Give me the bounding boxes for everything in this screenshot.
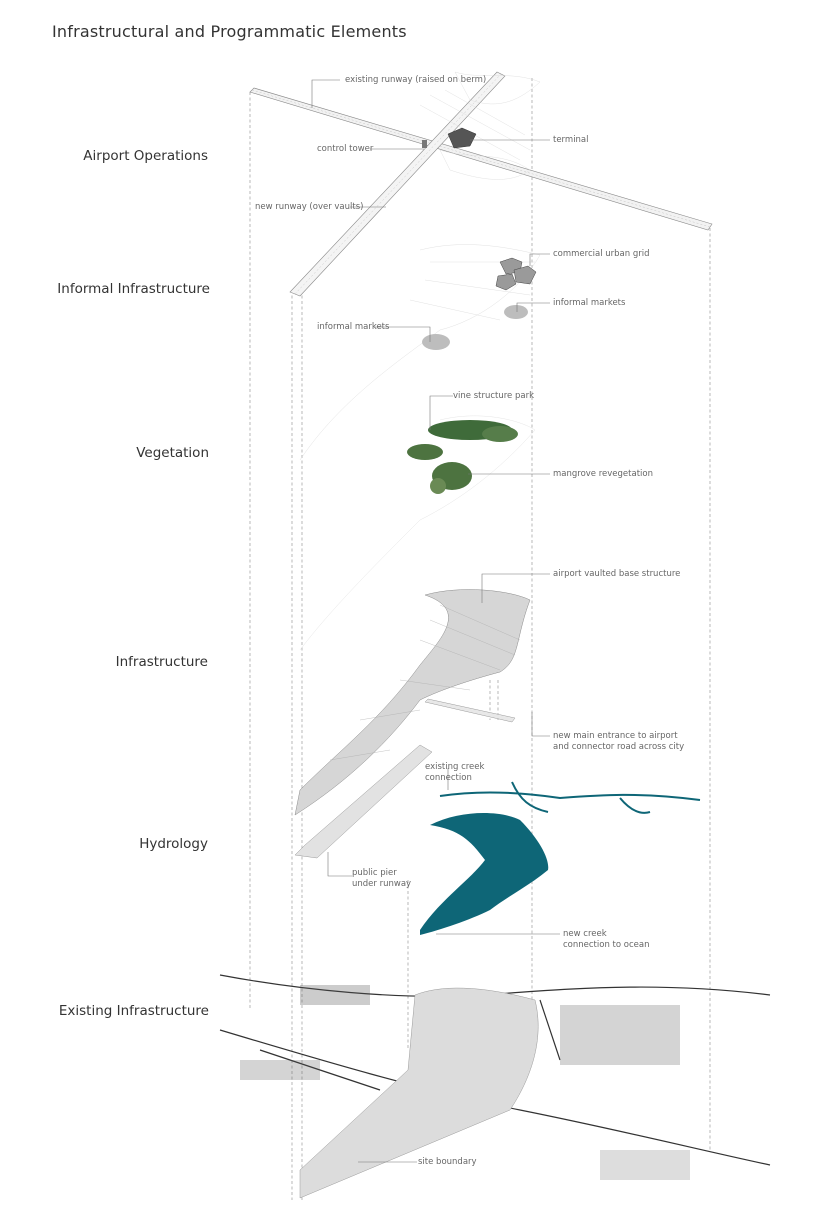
- annotation-vine-structure-park: vine structure park: [453, 391, 535, 401]
- annotation-informal-markets-right: informal markets: [553, 298, 626, 308]
- layer-label-infrastructure: Infrastructure: [115, 654, 208, 670]
- vegetation-layer: [299, 415, 536, 651]
- annotation-main-entrance: new main entrance to airport and connect…: [553, 731, 684, 752]
- annotation-existing-runway: existing runway (raised on berm): [345, 75, 487, 85]
- annotation-new-creek-line-1: new creek: [563, 929, 607, 939]
- airport-vaulted-base: [294, 589, 531, 816]
- annotation-new-creek-line-2: connection to ocean: [563, 939, 650, 950]
- annotation-terminal: terminal: [553, 135, 589, 145]
- commercial-urban-grid: [495, 257, 537, 291]
- annotation-existing-creek-line-1: existing creek: [425, 762, 485, 772]
- annotation-leaders: [311, 79, 560, 1163]
- annotation-main-entrance-line-1: new main entrance to airport: [553, 731, 678, 741]
- existing-runway: [249, 87, 713, 231]
- annotation-main-entrance-line-2: and connector road across city: [553, 741, 685, 752]
- annotation-public-pier-line-2: under runway: [352, 878, 412, 889]
- control-tower: [422, 140, 427, 148]
- public-pier: [294, 744, 433, 859]
- infrastructure-layer: [294, 589, 531, 816]
- layer-label-informal-infrastructure: Informal Infrastructure: [57, 281, 210, 297]
- annotation-new-runway: new runway (over vaults): [255, 202, 364, 212]
- new-creek: [420, 813, 549, 935]
- page-title: Infrastructural and Programmatic Element…: [52, 22, 407, 41]
- existing-infrastructure-layer: [219, 974, 771, 1199]
- informal-market-right: [504, 305, 528, 319]
- layer-label-vegetation: Vegetation: [136, 445, 209, 461]
- annotation-commercial-urban-grid: commercial urban grid: [553, 249, 650, 259]
- airport-operations-layer: [249, 71, 713, 297]
- new-runway: [289, 71, 506, 297]
- annotation-public-pier-line-1: public pier: [352, 868, 397, 878]
- layer-label-airport-operations: Airport Operations: [83, 148, 208, 164]
- informal-market-left: [422, 334, 450, 350]
- existing-creek: [439, 781, 701, 814]
- annotation-existing-creek-line-2: connection: [425, 772, 472, 783]
- main-entrance-road: [424, 698, 516, 723]
- annotation-new-creek: new creek connection to ocean: [563, 929, 649, 950]
- annotation-site-boundary: site boundary: [418, 1157, 477, 1167]
- site-boundary-area: [299, 987, 539, 1199]
- annotation-informal-markets-left: informal markets: [317, 322, 390, 332]
- vine-structure-park: [428, 420, 518, 442]
- annotation-existing-creek: existing creek connection: [425, 762, 484, 783]
- annotation-mangrove-revegetation: mangrove revegetation: [553, 469, 653, 479]
- layer-label-hydrology: Hydrology: [139, 836, 208, 852]
- layer-label-existing-infrastructure: Existing Infrastructure: [58, 1003, 209, 1019]
- urban-fabric: [240, 985, 690, 1180]
- informal-infrastructure-layer: [299, 244, 541, 461]
- hydrology-layer: [294, 744, 701, 935]
- mangrove-revegetation: [407, 444, 472, 494]
- annotation-control-tower: control tower: [317, 144, 374, 154]
- annotation-public-pier: public pier under runway: [352, 868, 411, 889]
- annotation-airport-vaulted-base: airport vaulted base structure: [553, 569, 681, 579]
